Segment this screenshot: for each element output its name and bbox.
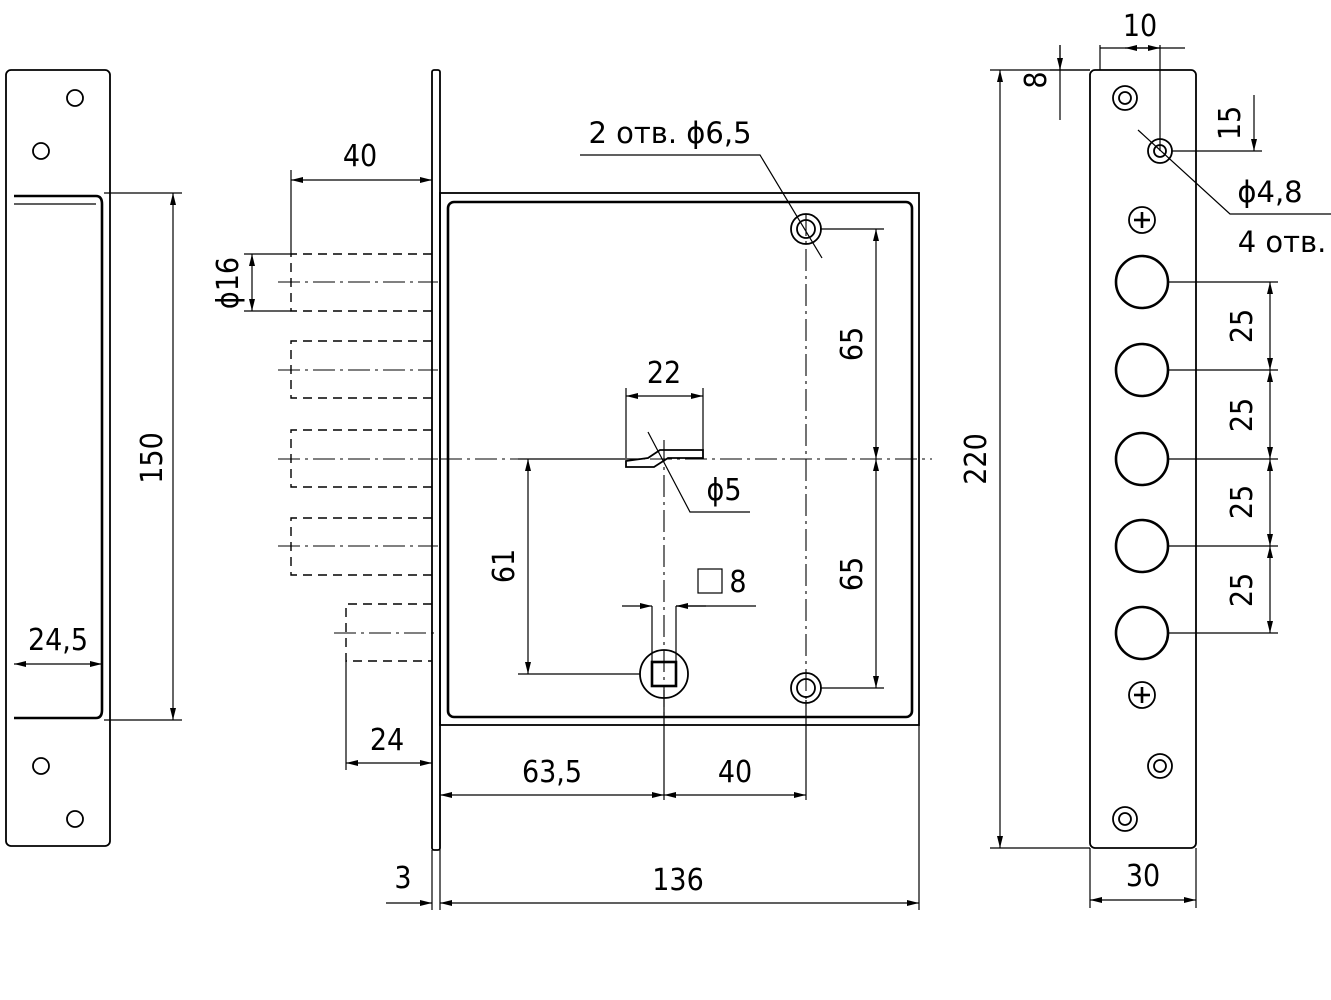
screw-diameter-note: ϕ4,8 <box>1237 175 1302 209</box>
faceplate-hole-3-inner <box>1153 759 1167 773</box>
faceplate-bolt-hole-1 <box>1114 254 1170 310</box>
faceplate-hole-4 <box>1112 806 1138 832</box>
latch-depth-dim: 24 <box>370 723 404 758</box>
upper-spacing-dim: 65 <box>835 327 870 361</box>
backset-dim: 63,5 <box>522 755 582 790</box>
faceplate-bolt-hole-4 <box>1114 518 1170 574</box>
strike-plate-outline <box>5 69 111 847</box>
spindle-square-hole <box>650 660 678 688</box>
faceplate-hole-3 <box>1147 753 1173 779</box>
screw-bottom-icon <box>1128 681 1156 709</box>
body-width-dim: 136 <box>652 863 704 898</box>
strike-plate-opening <box>14 194 104 720</box>
lock-faceplate-edge <box>431 69 441 851</box>
keyhole-width-dim: 22 <box>647 356 681 391</box>
bolt-pitch-dim-3: 25 <box>1225 485 1260 519</box>
bolt-pitch-dim-1: 25 <box>1225 309 1260 343</box>
bolt-diameter-dim: ϕ16 <box>211 257 246 309</box>
mount-holes-note: 2 отв. ϕ6,5 <box>588 116 751 150</box>
faceplate-bolt-hole-3 <box>1114 431 1170 487</box>
faceplate-height-dim: 220 <box>959 433 994 485</box>
spindle-to-hole-dim: 40 <box>718 755 752 790</box>
bolts-hidden <box>278 253 438 662</box>
square-symbol-icon <box>697 568 723 594</box>
strike-hole-2 <box>32 142 50 160</box>
faceplate-hole-1 <box>1112 85 1138 111</box>
latch-bolt <box>345 603 432 662</box>
lock-body-view: 40 ϕ16 24 3 136 63,5 40 <box>211 69 932 910</box>
bolt-pitch-dim-4: 25 <box>1225 573 1260 607</box>
screw-top-icon <box>1128 206 1156 234</box>
mount-holes-leader <box>580 154 823 259</box>
strike-height-dim: 150 <box>135 432 170 484</box>
strike-width-dim: 24,5 <box>28 623 88 658</box>
mount-hole-top-inner <box>796 219 816 239</box>
keyhole-pin-dim: ϕ5 <box>707 473 742 508</box>
strike-hole-1 <box>66 89 84 107</box>
strike-plate-view: 150 24,5 <box>5 69 182 847</box>
bolt-depth-dim: 40 <box>343 139 377 174</box>
faceplate-hole-1-inner <box>1118 91 1132 105</box>
spindle-square-dim: 8 <box>729 565 746 600</box>
top-offset-dim: 8 <box>1019 71 1054 88</box>
keyhole-pin-leader <box>647 431 750 513</box>
faceplate-thickness-dim: 3 <box>394 861 411 896</box>
screw-count-note: 4 отв. <box>1238 225 1327 259</box>
strike-hole-3 <box>32 757 50 775</box>
faceplate-latch-hole <box>1114 605 1170 661</box>
lower-spacing-dim: 65 <box>835 557 870 591</box>
screw-hole-leader <box>1137 129 1331 215</box>
bolt-pitch-dim-2: 25 <box>1225 398 1260 432</box>
keyhole-to-spindle-dim: 61 <box>487 549 522 583</box>
strike-hole-4 <box>66 810 84 828</box>
hole-offset-x-dim: 10 <box>1123 9 1157 44</box>
second-hole-offset-dim: 15 <box>1213 106 1248 140</box>
faceplate-width-dim: 30 <box>1126 859 1160 894</box>
faceplate-bolt-hole-2 <box>1114 342 1170 398</box>
mount-hole-bottom-inner <box>796 678 816 698</box>
faceplate-view: 220 30 10 8 15 ϕ4,8 4 отв. <box>959 9 1331 908</box>
faceplate-hole-4-inner <box>1118 812 1132 826</box>
